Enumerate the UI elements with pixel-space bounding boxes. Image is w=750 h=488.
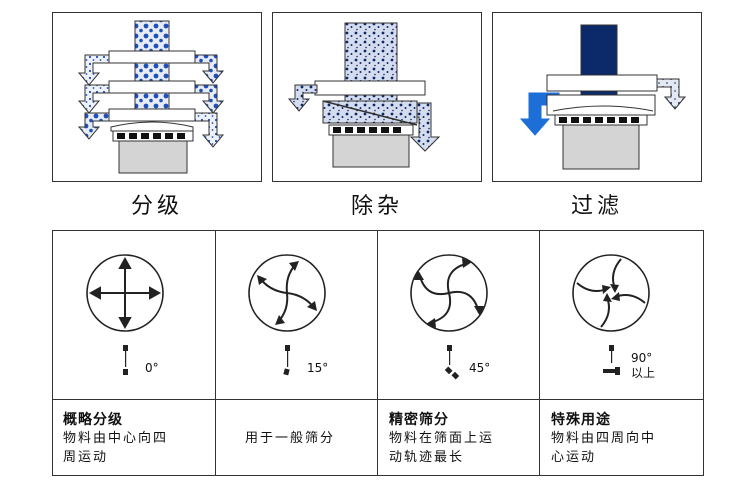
mode-45-desc: 物料在筛面上运 动轨迹最长 <box>389 429 494 467</box>
mode-45-title: 精密筛分 <box>389 412 449 428</box>
mode-0-diagram <box>86 254 164 375</box>
mode-90-angle-suffix: 以上 <box>631 366 656 380</box>
screening-modes-table: 0° 15° 45° <box>52 230 704 476</box>
mode-0-desc-line-2: 周运动 <box>63 450 109 465</box>
caption-impurity-removal: 除杂 <box>350 194 403 219</box>
mode-0-angle: 0° <box>145 361 159 375</box>
mode-15-angle: 15° <box>307 361 329 375</box>
mode-0-desc-line-1: 物料由中心向四 <box>63 431 169 446</box>
mode-90-angle-value: 90° <box>631 351 653 365</box>
mode-45-desc-line-1: 物料在筛面上运 <box>389 431 495 446</box>
impurity-removal-illustration <box>287 22 441 168</box>
mode-90-title: 特殊用途 <box>551 412 611 428</box>
mode-90-desc: 物料由四周向中 心运动 <box>551 429 656 467</box>
mode-15-desc-line-1: 用于一般筛分 <box>245 431 336 446</box>
mode-90-desc-line-2: 心运动 <box>551 450 597 465</box>
classifying-panel <box>52 12 262 182</box>
mode-0-title: 概略分级 <box>63 412 123 428</box>
mode-45-desc-line-2: 动轨迹最长 <box>389 450 465 465</box>
mode-0-desc: 物料由中心向四 周运动 <box>63 429 168 467</box>
mode-90-diagram <box>572 254 650 375</box>
mode-45-angle: 45° <box>469 361 491 375</box>
mode-45-diagram <box>410 254 488 380</box>
mode-15-desc: 用于一般筛分 <box>245 429 335 448</box>
filtering-panel <box>492 12 702 182</box>
filtering-illustration <box>519 24 687 170</box>
mode-15-diagram <box>248 254 326 376</box>
classifying-illustration <box>77 20 225 174</box>
caption-filtering: 过滤 <box>570 194 623 219</box>
caption-classifying: 分级 <box>130 194 183 219</box>
impurity-removal-panel <box>272 12 482 182</box>
mode-90-desc-line-1: 物料由四周向中 <box>551 431 657 446</box>
mode-90-angle: 90° 以上 <box>631 351 655 381</box>
